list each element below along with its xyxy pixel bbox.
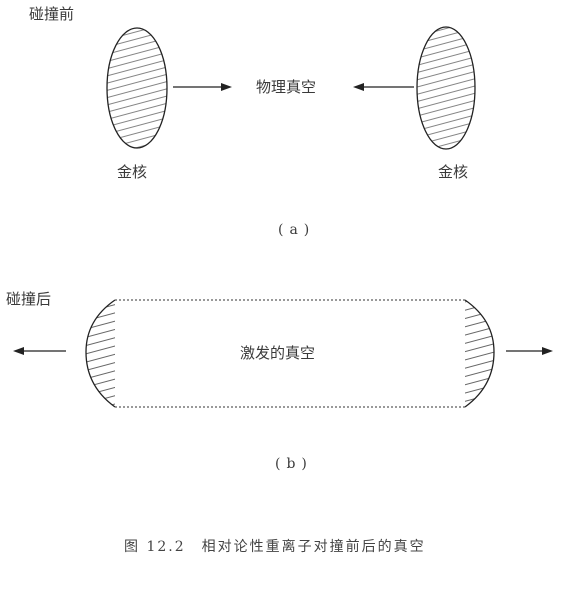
left-gold-nucleus [106,27,168,149]
arrow-right-a [173,83,232,91]
left-nucleus-cap [85,299,116,408]
arrow-right-b [506,347,553,355]
excited-vacuum-label: 激发的真空 [240,344,316,362]
sub-label-b: (b) [275,456,313,472]
right-gold-nucleus [416,26,476,150]
arrow-left-a [353,83,414,91]
left-gold-nucleus-label: 金核 [117,163,148,181]
arrow-left-b [13,347,66,355]
physical-vacuum-label: 物理真空 [256,78,317,96]
right-gold-nucleus-label: 金核 [438,163,469,181]
after-collision-label: 碰撞后 [6,290,52,308]
figure-caption: 图 12.2 相对论性重离子对撞前后的真空 [124,539,426,555]
right-nucleus-cap [464,299,495,408]
sub-label-a: (a) [278,222,316,238]
before-collision-label: 碰撞前 [29,5,75,23]
